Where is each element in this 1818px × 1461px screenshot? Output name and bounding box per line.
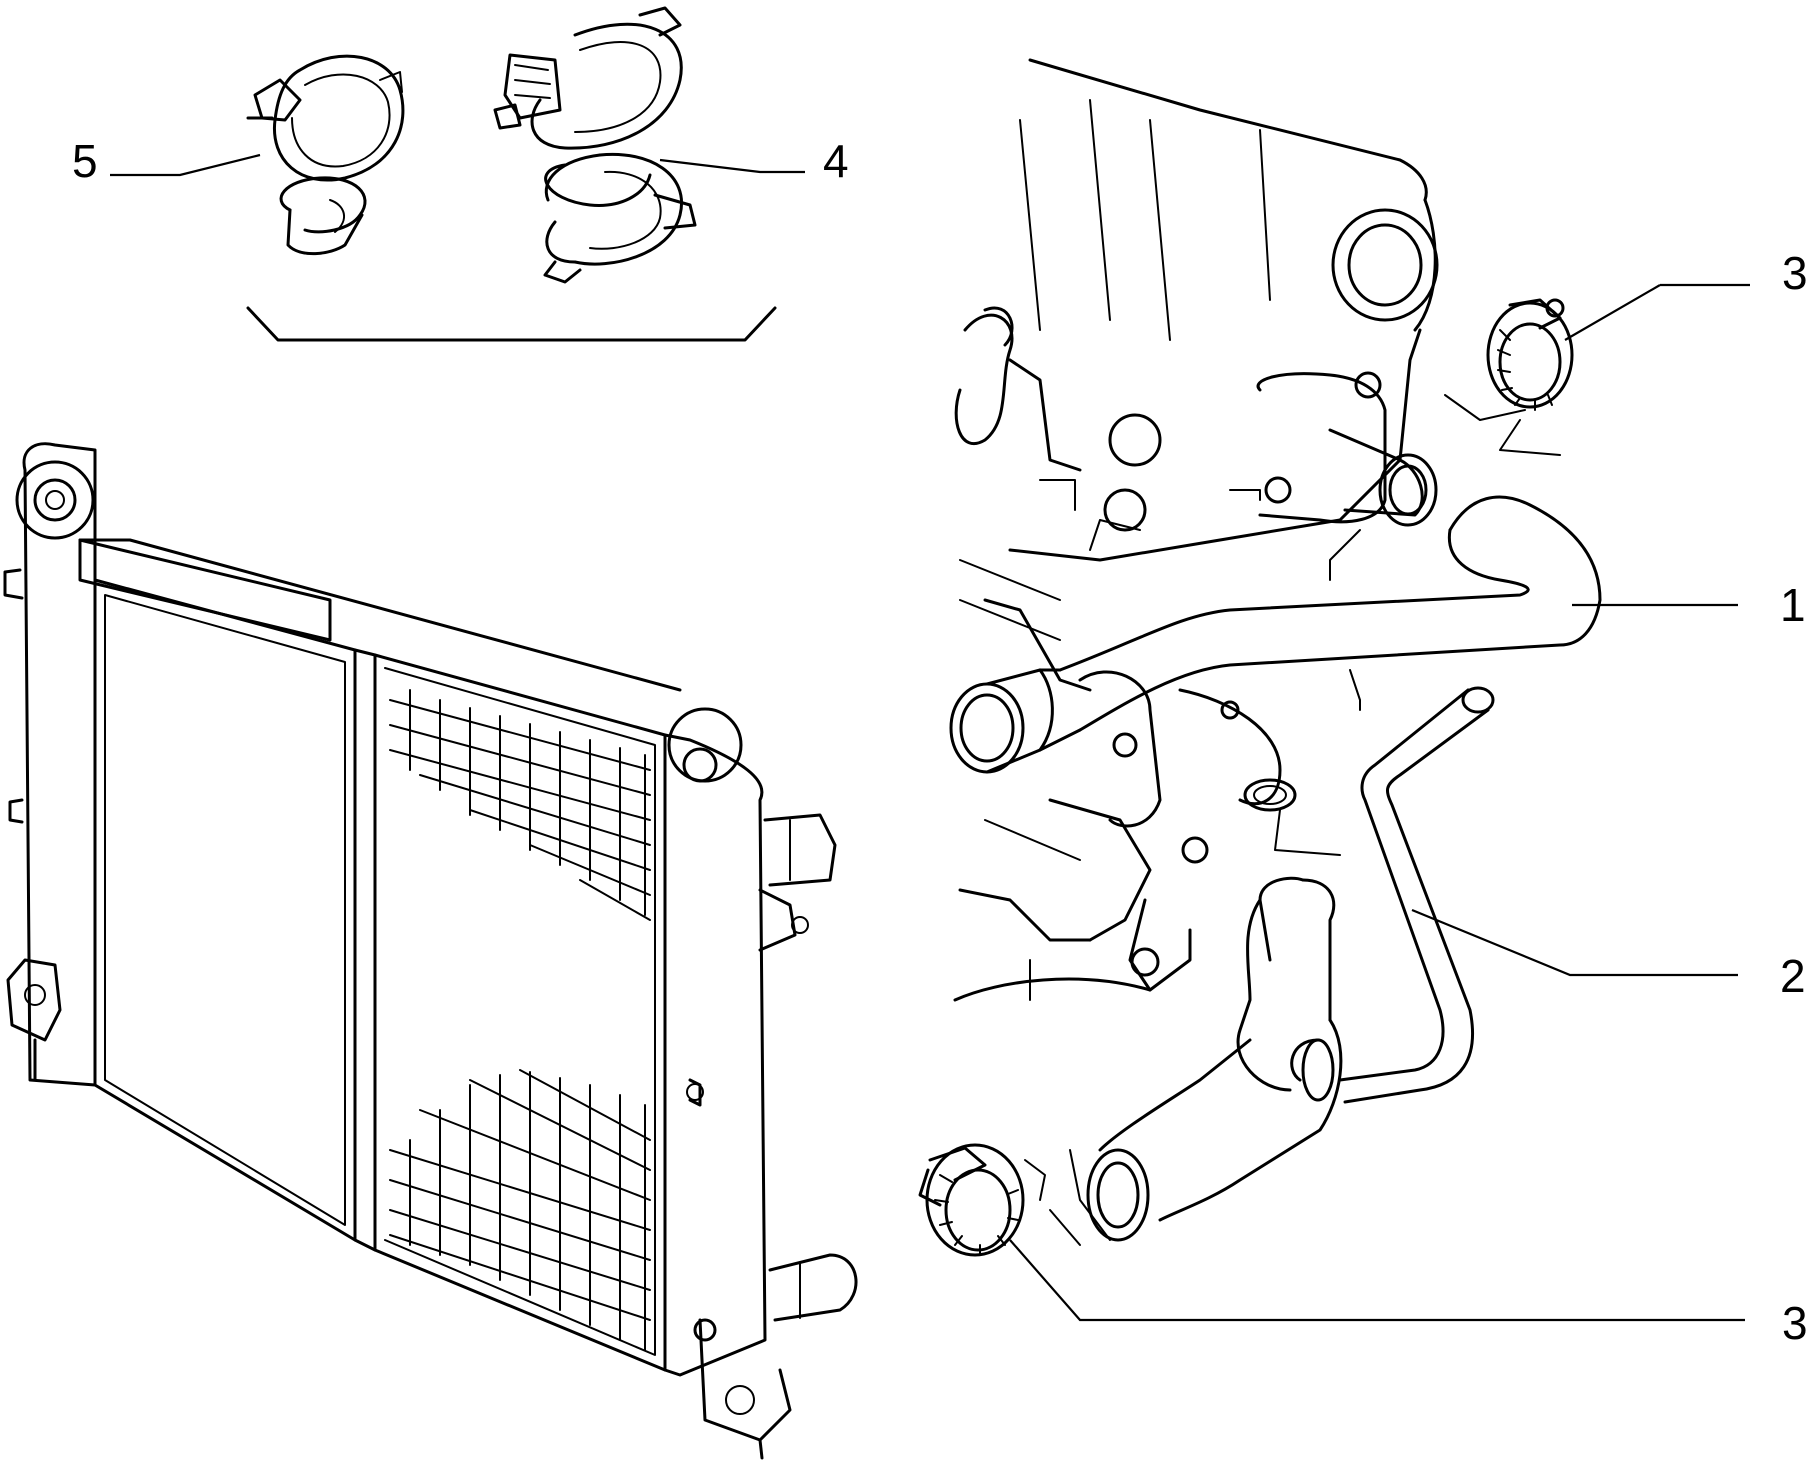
- engine-block: [953, 58, 1439, 1002]
- radiator-core-hatch-lower: [389, 1069, 651, 1351]
- hose-part-1: [949, 495, 1602, 774]
- clip-part-5: [246, 54, 405, 256]
- callout-label-3-bottom: 3: [1782, 1297, 1808, 1349]
- radiator: [3, 442, 858, 1460]
- radiator-core-hatch-upper: [389, 689, 651, 921]
- callout-label-2: 2: [1780, 950, 1806, 1002]
- callout-label-3-top: 3: [1782, 247, 1808, 299]
- callout-label-4: 4: [823, 135, 849, 187]
- clip-part-4: [493, 6, 697, 284]
- clamp-part-3-bottom: [918, 1143, 1081, 1257]
- kit-bracket: [246, 306, 777, 342]
- callout-label-1: 1: [1780, 579, 1806, 631]
- callout-label-5: 5: [72, 135, 98, 187]
- hose-part-2: [1069, 686, 1495, 1242]
- leader-lines: [110, 153, 1750, 1322]
- clamp-part-3-top: [1444, 298, 1574, 456]
